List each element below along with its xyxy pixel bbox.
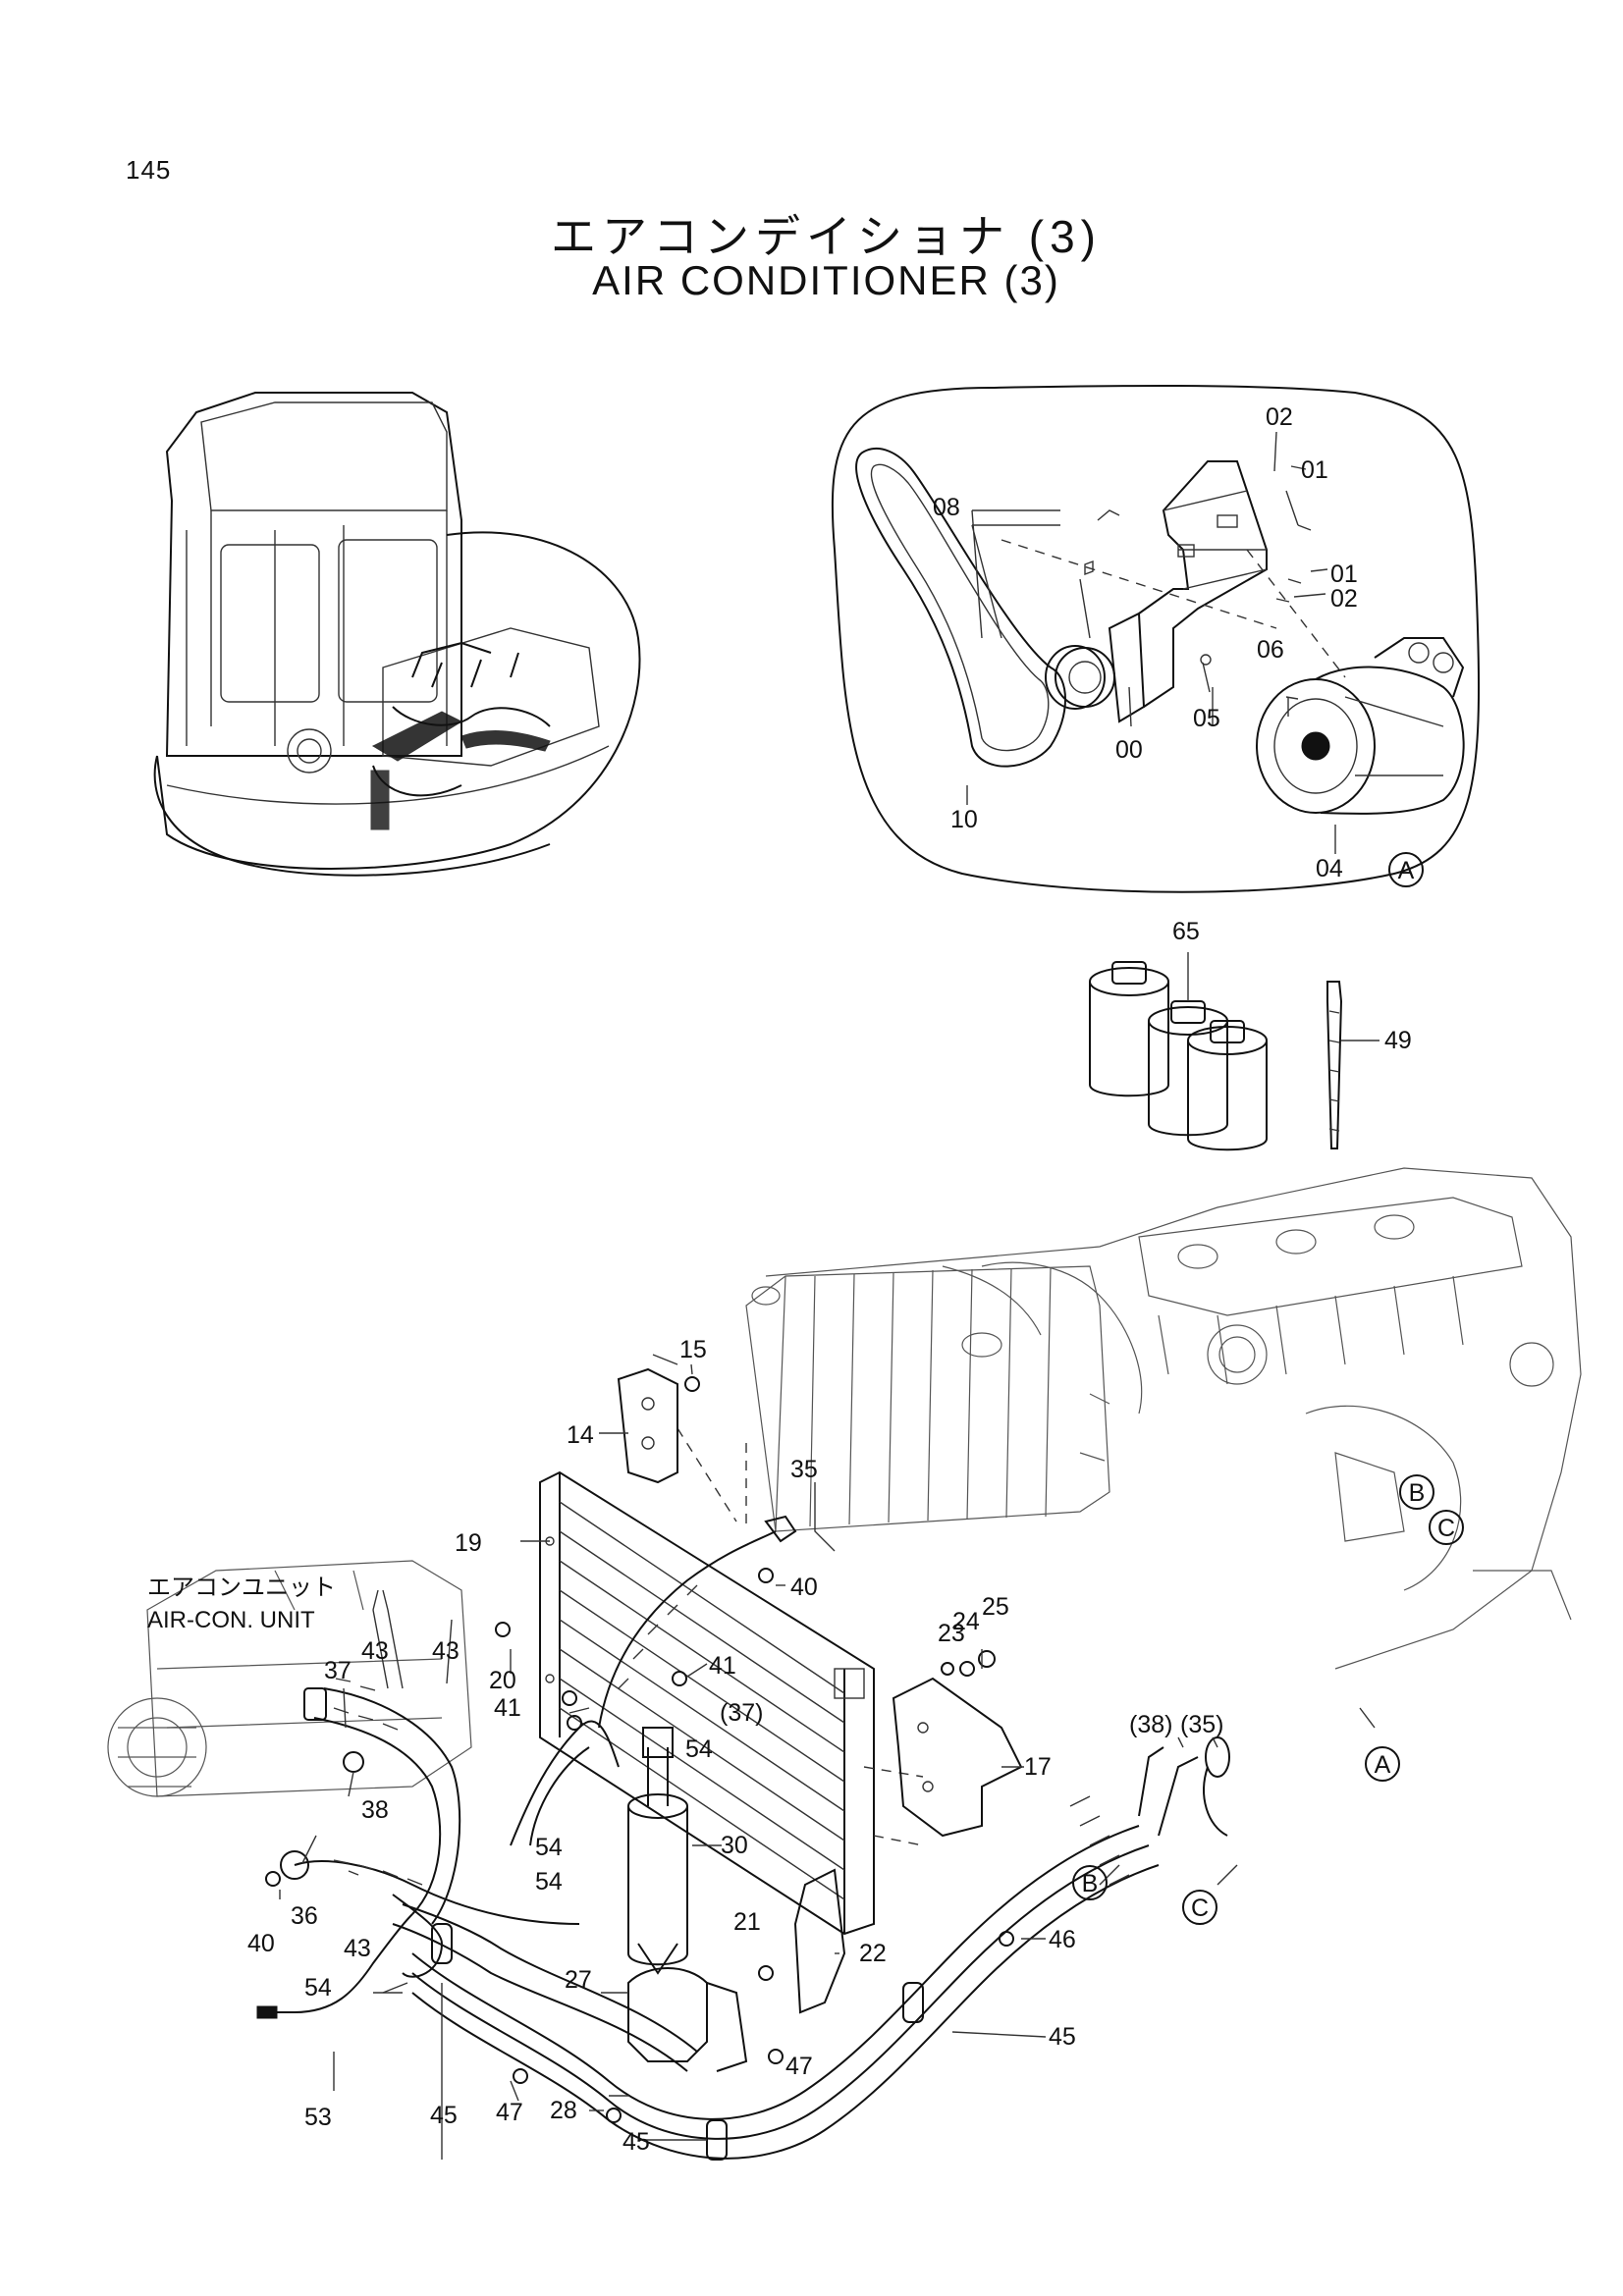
part-label: 27 [565, 1966, 592, 1994]
reference-marker-a-bottom: A [1365, 1746, 1400, 1782]
bolts-and-fasteners [265, 1376, 1014, 2123]
part-label: 38 [361, 1796, 389, 1824]
engine-block [765, 1167, 1582, 1670]
leader-lines [279, 431, 1380, 2160]
reference-marker-b-hose: B [1072, 1865, 1108, 1900]
refrigerant-cans [1089, 961, 1268, 1151]
part-label: 19 [455, 1529, 482, 1557]
receiver-bracket [627, 1868, 846, 2072]
air-con-unit [107, 1560, 472, 1797]
part-label: 05 [1193, 705, 1220, 732]
part-label: 43 [344, 1935, 371, 1962]
part-label: 15 [679, 1336, 707, 1363]
part-label: 06 [1257, 636, 1284, 664]
part-label: 20 [489, 1667, 516, 1694]
part-label: 54 [535, 1834, 563, 1861]
part-label: (38) [1129, 1711, 1172, 1738]
part-label: 28 [550, 2097, 577, 2124]
condenser-bracket-side [892, 1677, 1023, 1838]
page-title-english: AIR CONDITIONER (3) [592, 257, 1060, 303]
part-label: 49 [1384, 1027, 1412, 1054]
part-label: 04 [1316, 855, 1343, 882]
excavator-locator-illustration [153, 392, 641, 877]
part-label: 45 [1049, 2023, 1076, 2051]
part-label: 17 [1024, 1753, 1052, 1781]
reference-marker-c-right: C [1429, 1510, 1464, 1545]
part-label: 53 [304, 2104, 332, 2131]
part-label: 41 [709, 1652, 736, 1680]
condenser [539, 1427, 924, 1936]
svg-text:A: A [1375, 1751, 1391, 1779]
page-title-japanese: エアコンデイショナ (3) [551, 211, 1102, 262]
cable-tie [1326, 981, 1343, 1149]
part-label: 47 [785, 2053, 813, 2080]
part-label: 45 [622, 2128, 650, 2156]
part-label: 47 [496, 2099, 523, 2126]
part-label: 14 [567, 1421, 594, 1449]
part-label: 00 [1115, 736, 1143, 764]
part-label: 08 [933, 494, 960, 521]
condenser-bracket-upper [617, 1354, 678, 1484]
refrigerant-hoses [256, 1515, 1230, 2161]
svg-text:C: C [1191, 1895, 1209, 1922]
part-label: 54 [535, 1868, 563, 1896]
part-label: 40 [790, 1574, 818, 1601]
receiver-drier [627, 1727, 688, 1975]
part-label: 46 [1049, 1926, 1076, 1953]
svg-text:A: A [1398, 857, 1415, 884]
part-label: 25 [982, 1593, 1009, 1621]
part-label: 43 [361, 1637, 389, 1665]
part-label: 65 [1172, 918, 1200, 945]
part-label: 37 [324, 1657, 352, 1684]
part-label: 54 [685, 1735, 713, 1763]
part-label: 30 [721, 1832, 748, 1859]
part-label: 22 [859, 1940, 887, 1967]
part-label: 35 [790, 1456, 818, 1483]
air-con-unit-label-jp: エアコンユニット [147, 1575, 336, 1601]
part-label: 01 [1301, 456, 1328, 484]
part-label: 01 [1330, 561, 1358, 588]
reference-marker-b-right: B [1399, 1474, 1434, 1510]
part-label: 40 [247, 1930, 275, 1957]
svg-text:B: B [1082, 1870, 1099, 1897]
reference-marker-a-top: A [1388, 852, 1424, 887]
part-label: 10 [950, 806, 978, 833]
part-number-callouts: 02 01 01 02 08 06 05 00 10 04 65 49 15 1… [247, 403, 1412, 2156]
part-label: 23 [938, 1620, 965, 1647]
air-con-unit-label-en: AIR-CON. UNIT [147, 1607, 315, 1633]
svg-text:C: C [1437, 1515, 1455, 1542]
part-label: (37) [720, 1699, 763, 1727]
part-label: 21 [733, 1908, 761, 1936]
part-label: 54 [304, 1974, 332, 2002]
part-label: (35) [1180, 1711, 1223, 1738]
part-label: 24 [952, 1608, 980, 1635]
radiator [745, 1265, 1110, 1532]
part-label: 43 [432, 1637, 460, 1665]
part-label: 02 [1266, 403, 1293, 431]
svg-text:B: B [1409, 1479, 1426, 1507]
part-label: 02 [1330, 585, 1358, 613]
part-label: 36 [291, 1902, 318, 1930]
compressor-detail-bubble [831, 384, 1481, 893]
part-label: 41 [494, 1694, 521, 1722]
part-label: 45 [430, 2102, 458, 2129]
reference-marker-c-hose: C [1182, 1890, 1217, 1925]
page-number: 145 [126, 155, 172, 185]
